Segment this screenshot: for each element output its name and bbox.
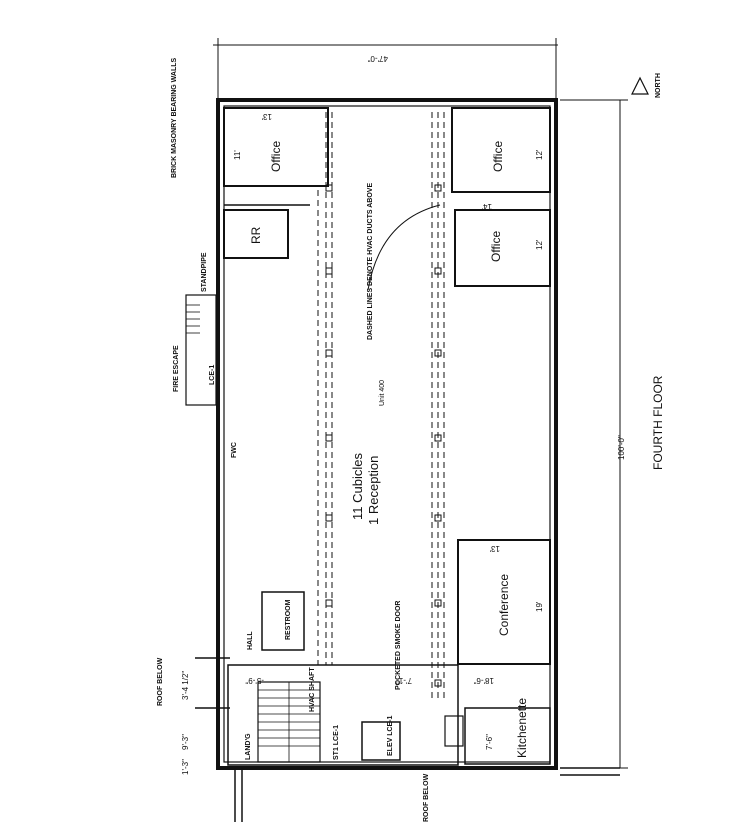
svg-text:1'-3": 1'-3" [181, 759, 190, 775]
office-top-right [451, 107, 551, 193]
reception-label: 1 Reception [366, 456, 381, 525]
interior-wall-line [223, 105, 551, 763]
small-restroom [261, 591, 305, 651]
svg-text:13': 13' [489, 544, 500, 553]
svg-text:12': 12' [535, 149, 544, 160]
office-top-right-label: Office [491, 141, 505, 172]
svg-text:11': 11' [233, 150, 242, 160]
conference-label: Conference [497, 574, 511, 636]
duct-diffusers [325, 184, 442, 687]
svg-text:9'-3": 9'-3" [181, 734, 190, 750]
stair-treads [258, 682, 320, 762]
svg-text:ROOF BELOW: ROOF BELOW [157, 657, 164, 706]
kitchenette-room [464, 707, 551, 765]
north-label: NORTH [655, 73, 662, 98]
core-area [227, 664, 459, 766]
svg-text:LAND'G: LAND'G [245, 733, 252, 760]
hvac-ducts [317, 112, 445, 700]
fire-escape [185, 294, 217, 406]
svg-text:RESTROOM: RESTROOM [285, 599, 292, 640]
svg-text:12': 12' [535, 239, 544, 250]
roof-lines [195, 657, 620, 822]
svg-text:DASHED LINES DENOTE HVAC DUCTS: DASHED LINES DENOTE HVAC DUCTS ABOVE [367, 183, 374, 340]
kitchenette-label: Kitchenette [515, 698, 529, 758]
right-dimension [560, 99, 628, 769]
floor-title: FOURTH FLOOR [651, 375, 665, 470]
restroom-rr [223, 209, 289, 259]
svg-text:13': 13' [261, 112, 272, 121]
svg-text:7'-1": 7'-1" [396, 676, 412, 685]
conference-room [457, 539, 551, 665]
office-top-left [223, 107, 329, 187]
unit-label: Unit 400 [379, 380, 386, 406]
svg-text:ELEV LCE-1: ELEV LCE-1 [387, 715, 394, 756]
svg-text:-5'-9": -5'-9" [245, 676, 264, 685]
windows-sides [216, 140, 558, 700]
svg-text:POCKETED SMOKE DOOR: POCKETED SMOKE DOOR [395, 601, 402, 690]
top-dimension [213, 38, 558, 98]
svg-text:19': 19' [535, 601, 544, 612]
office-mid-right-label: Office [489, 231, 503, 262]
cubicles-label: 11 Cubicles [350, 453, 365, 520]
svg-text:LCE-1: LCE-1 [209, 365, 216, 385]
svg-text:FWC: FWC [231, 442, 238, 458]
svg-text:HALL: HALL [247, 631, 254, 650]
width-dimension: 47'-0" [367, 54, 388, 63]
office-top-left-label: Office [269, 141, 283, 172]
svg-text:14': 14' [481, 202, 492, 211]
svg-text:7'-6": 7'-6" [485, 734, 494, 750]
north-arrow-icon [631, 76, 649, 95]
restroom-label: RR [249, 226, 263, 244]
svg-text:FIRE ESCAPE: FIRE ESCAPE [173, 345, 180, 392]
svg-text:18'-6": 18'-6" [473, 676, 494, 685]
svg-text:ST1 LCE-1: ST1 LCE-1 [333, 725, 340, 760]
svg-text:BRICK MASONRY BEARING WALLS: BRICK MASONRY BEARING WALLS [171, 58, 178, 179]
svg-text:3'-4 1/2": 3'-4 1/2" [181, 671, 190, 700]
exterior-wall [216, 98, 558, 770]
length-dimension: 100'-0" [617, 435, 626, 460]
office-mid-right [454, 209, 551, 287]
svg-text:HVAC SHAFT: HVAC SHAFT [309, 667, 316, 712]
elevator [361, 721, 401, 761]
svg-text:STANDPIPE: STANDPIPE [201, 252, 208, 292]
svg-text:ROOF BELOW: ROOF BELOW [423, 773, 430, 822]
